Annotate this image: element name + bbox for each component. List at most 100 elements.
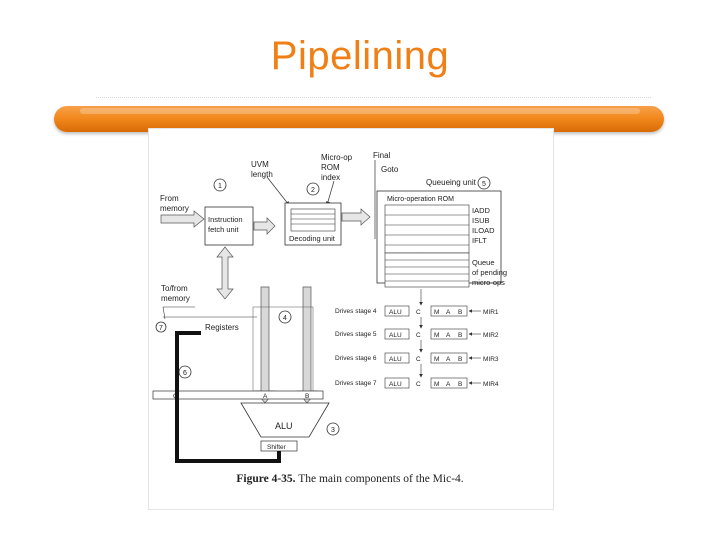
marker-2-label: 2 xyxy=(311,187,315,194)
stage-4-mir: MIR4 xyxy=(483,381,499,388)
stage-1-a: A xyxy=(446,309,451,316)
final-label: Final xyxy=(373,151,391,160)
stage-1-b: B xyxy=(458,309,462,316)
stage-1-alu-label: ALU xyxy=(389,309,402,316)
slide-title: Pipelining xyxy=(270,34,450,78)
stage-row-3: Drives stage 6 ALU C M A B MIR3 xyxy=(335,352,499,364)
marker-5-label: 5 xyxy=(482,181,486,188)
to-from-memory-label-2: memory xyxy=(161,294,190,303)
stage-row-1: Drives stage 4 ALU C M A B MIR1 xyxy=(335,305,499,317)
goto-label: Goto xyxy=(381,165,399,174)
iadd-label: IADD xyxy=(472,206,491,215)
figure-panel: UVM length Micro-op ROM index Final Goto… xyxy=(148,128,554,510)
microop-index-pointer xyxy=(325,180,335,206)
from-memory-label-1: From xyxy=(160,194,179,203)
stage-4-m: M xyxy=(434,381,439,388)
stage-1-c: C xyxy=(416,309,421,316)
stage-2-m: M xyxy=(434,332,439,339)
alu-label: ALU xyxy=(275,421,293,431)
stage-3-mir: MIR3 xyxy=(483,356,499,363)
stage-row-2: Drives stage 5 ALU C M A B MIR2 xyxy=(335,328,499,340)
bus-a-column xyxy=(254,286,276,404)
stage-3-label: Drives stage 6 xyxy=(335,355,377,362)
micro-rom-label: Micro-operation ROM xyxy=(387,196,454,203)
iflt-label: IFLT xyxy=(472,236,487,245)
figure-caption-number: Figure 4-35. xyxy=(236,473,296,485)
figure-caption-text: The main components of the Mic-4. xyxy=(298,473,464,485)
uvm-length-label-2: length xyxy=(251,170,273,179)
stage-2-alu xyxy=(384,328,410,340)
stage-2-b: B xyxy=(458,332,462,339)
stage-4-label: Drives stage 7 xyxy=(335,380,377,387)
stage-2-c: C xyxy=(416,332,421,339)
stage-2-alu-label: ALU xyxy=(389,332,402,339)
c-a-b-bus xyxy=(152,390,324,400)
stage-3-c: C xyxy=(416,356,421,363)
pending-queue xyxy=(384,252,470,288)
stage-1-mab xyxy=(430,305,468,317)
decoder-table xyxy=(290,208,336,232)
queueing-unit-label: Queueing unit xyxy=(426,178,477,187)
stage-1-mir: MIR1 xyxy=(483,309,499,316)
mic4-diagram: UVM length Micro-op ROM index Final Goto… xyxy=(152,151,507,463)
ifu-label-2: fetch unit xyxy=(208,225,239,234)
marker-7 xyxy=(155,321,167,333)
alu xyxy=(240,402,330,438)
isub-label: ISUB xyxy=(472,216,490,225)
instruction-fetch-unit xyxy=(204,206,254,246)
stage-2-mab xyxy=(430,328,468,340)
marker-5 xyxy=(477,176,491,190)
stage-3-mab xyxy=(430,352,468,364)
marker-7-label: 7 xyxy=(159,325,163,332)
marker-2 xyxy=(306,182,320,196)
bus-b-label: B xyxy=(305,393,309,400)
queue-label-3: micro-ops xyxy=(472,278,505,287)
marker-3-label: 3 xyxy=(331,427,335,434)
stage-2-a: A xyxy=(446,332,451,339)
marker-4-label: 4 xyxy=(283,315,287,322)
microop-label-1: Micro-op xyxy=(321,153,353,162)
stage-4-alu xyxy=(384,377,410,389)
stage-1-alu xyxy=(384,305,410,317)
uvm-length-label-1: UVM xyxy=(251,160,269,169)
title-bar-highlight xyxy=(80,108,640,114)
shifter-label: Shifter xyxy=(267,444,287,451)
stage-3-alu-label: ALU xyxy=(389,356,402,363)
bus-a-label: A xyxy=(263,393,268,400)
from-memory-label-2: memory xyxy=(160,204,189,213)
ifu-label-1: Instruction xyxy=(208,215,243,224)
registers-label: Registers xyxy=(205,323,239,332)
stage-2-mir: MIR2 xyxy=(483,332,499,339)
microop-label-3: index xyxy=(321,173,340,182)
marker-6-label: 6 xyxy=(183,370,187,377)
decoder-to-queue-arrow xyxy=(341,208,371,226)
decoding-unit-label: Decoding unit xyxy=(289,234,336,243)
marker-3 xyxy=(326,422,340,436)
ifu-registers-arrow xyxy=(216,246,234,300)
ifu-to-decoder-arrow xyxy=(253,217,276,235)
bus-b-column xyxy=(296,286,318,404)
micro-op-rom xyxy=(384,204,470,254)
uvm-length-pointer xyxy=(266,176,290,206)
marker-1-label: 1 xyxy=(218,183,222,190)
stage-4-b: B xyxy=(458,381,462,388)
title-underline-bar xyxy=(54,106,664,132)
microop-label-2: ROM xyxy=(321,163,340,172)
stage-3-b: B xyxy=(458,356,462,363)
marker-4 xyxy=(278,310,292,324)
iload-label: ILOAD xyxy=(472,226,495,235)
from-memory-arrow xyxy=(160,210,205,228)
to-from-memory-label-1: To/from xyxy=(161,284,188,293)
stage-4-alu-label: ALU xyxy=(389,381,402,388)
stage-3-alu xyxy=(384,352,410,364)
marker-1 xyxy=(213,178,227,192)
stage-row-4: Drives stage 7 ALU C M A B MIR4 xyxy=(335,377,499,389)
stage-3-m: M xyxy=(434,356,439,363)
stage-2-label: Drives stage 5 xyxy=(335,331,377,338)
figure-caption: Figure 4-35. The main components of the … xyxy=(148,473,552,485)
stage-1-label: Drives stage 4 xyxy=(335,308,377,315)
title-divider xyxy=(96,97,651,98)
stage-4-c: C xyxy=(416,381,421,388)
stage-4-a: A xyxy=(446,381,451,388)
